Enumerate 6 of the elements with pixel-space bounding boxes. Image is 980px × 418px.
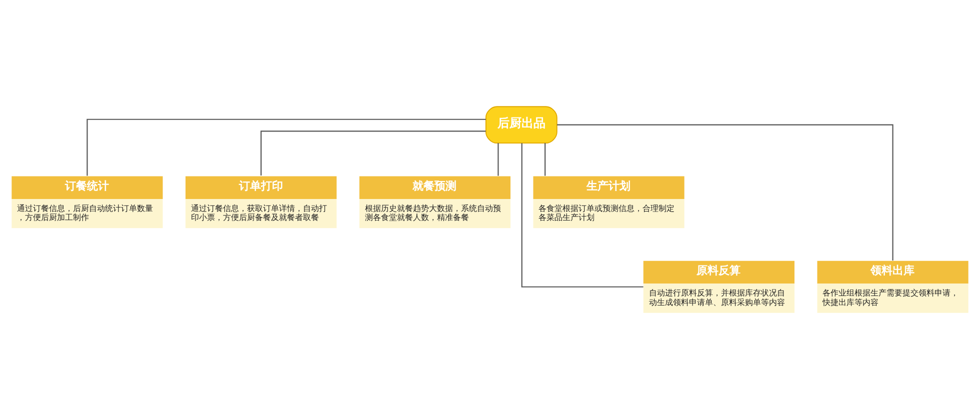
connector [544, 142, 546, 176]
connector [86, 118, 486, 176]
connector [498, 142, 499, 176]
connector [557, 124, 894, 260]
connector [260, 130, 486, 175]
connector [521, 142, 644, 287]
